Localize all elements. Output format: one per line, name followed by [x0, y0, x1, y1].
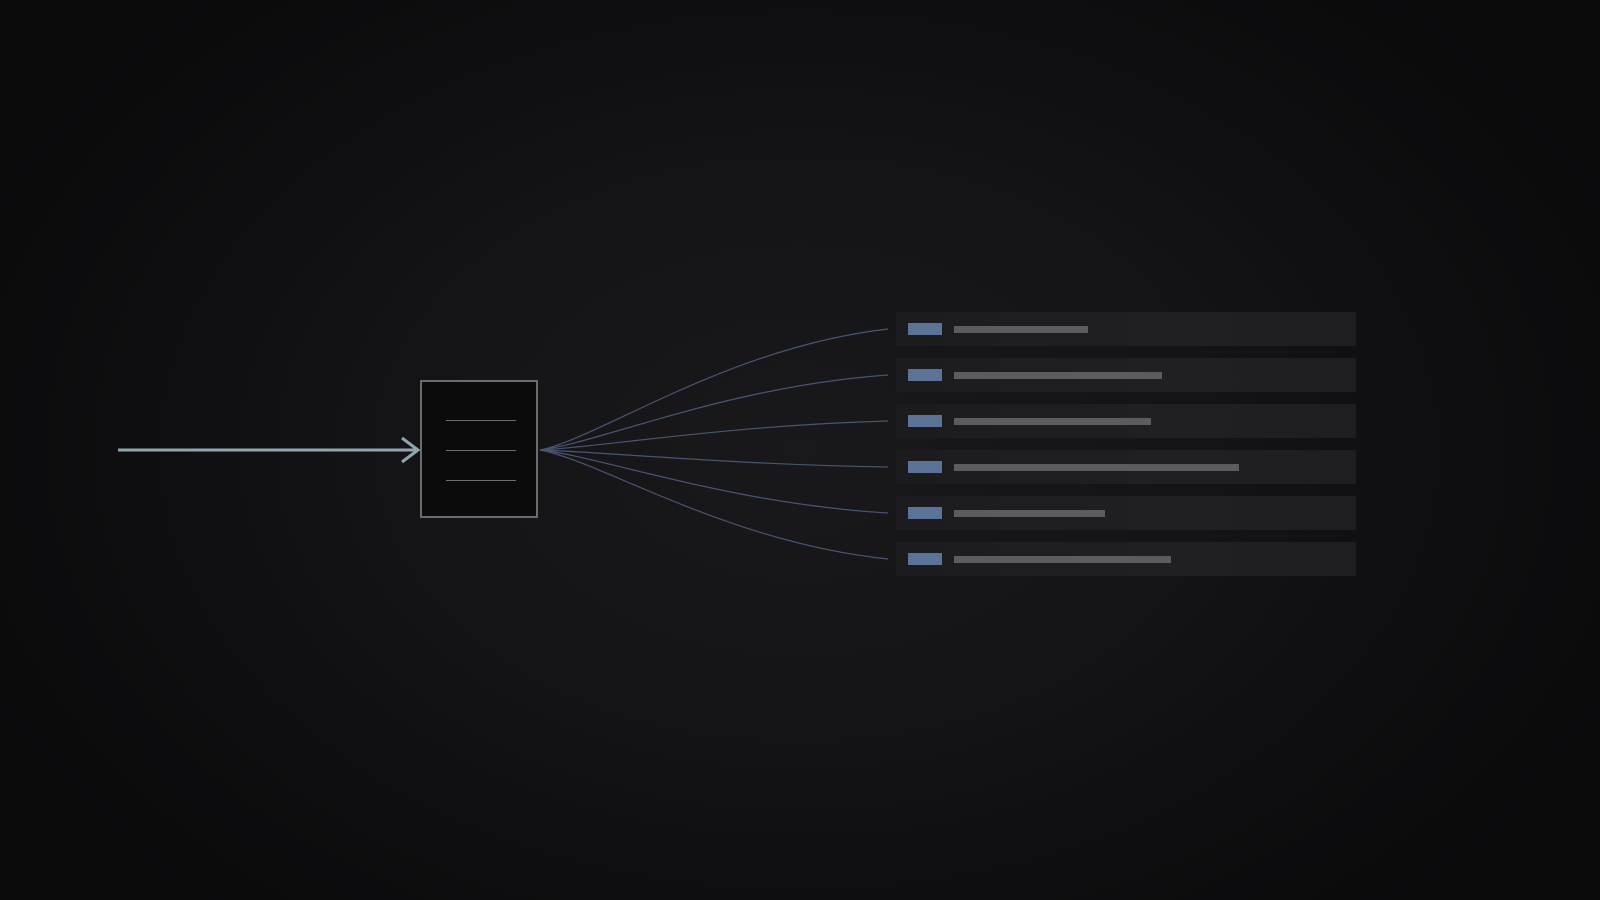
row-text-placeholder: [954, 510, 1105, 517]
row-tag: [908, 461, 942, 473]
row-tag: [908, 507, 942, 519]
fan-connector: [539, 449, 889, 468]
fan-connector: [539, 420, 889, 451]
row-tag: [908, 415, 942, 427]
row-tag: [908, 553, 942, 565]
arrow-right-icon: [401, 436, 421, 464]
fan-connector: [539, 374, 889, 451]
row-text-placeholder: [954, 372, 1162, 379]
row-text-placeholder: [954, 326, 1088, 333]
row-text-placeholder: [954, 418, 1151, 425]
row-tag: [908, 323, 942, 335]
document-text-line: [446, 480, 516, 481]
row-text-placeholder: [954, 464, 1239, 471]
document-icon: [420, 380, 538, 518]
output-row: [896, 312, 1356, 346]
fan-connector: [539, 328, 889, 451]
fan-connector: [539, 449, 889, 560]
document-text-line: [446, 420, 516, 421]
output-row: [896, 496, 1356, 530]
row-text-placeholder: [954, 556, 1171, 563]
output-row: [896, 358, 1356, 392]
output-row: [896, 404, 1356, 438]
output-row: [896, 542, 1356, 576]
fan-connector: [539, 449, 889, 514]
row-tag: [908, 369, 942, 381]
document-text-line: [446, 450, 516, 451]
output-row: [896, 450, 1356, 484]
fan-out-connectors: [539, 328, 889, 560]
